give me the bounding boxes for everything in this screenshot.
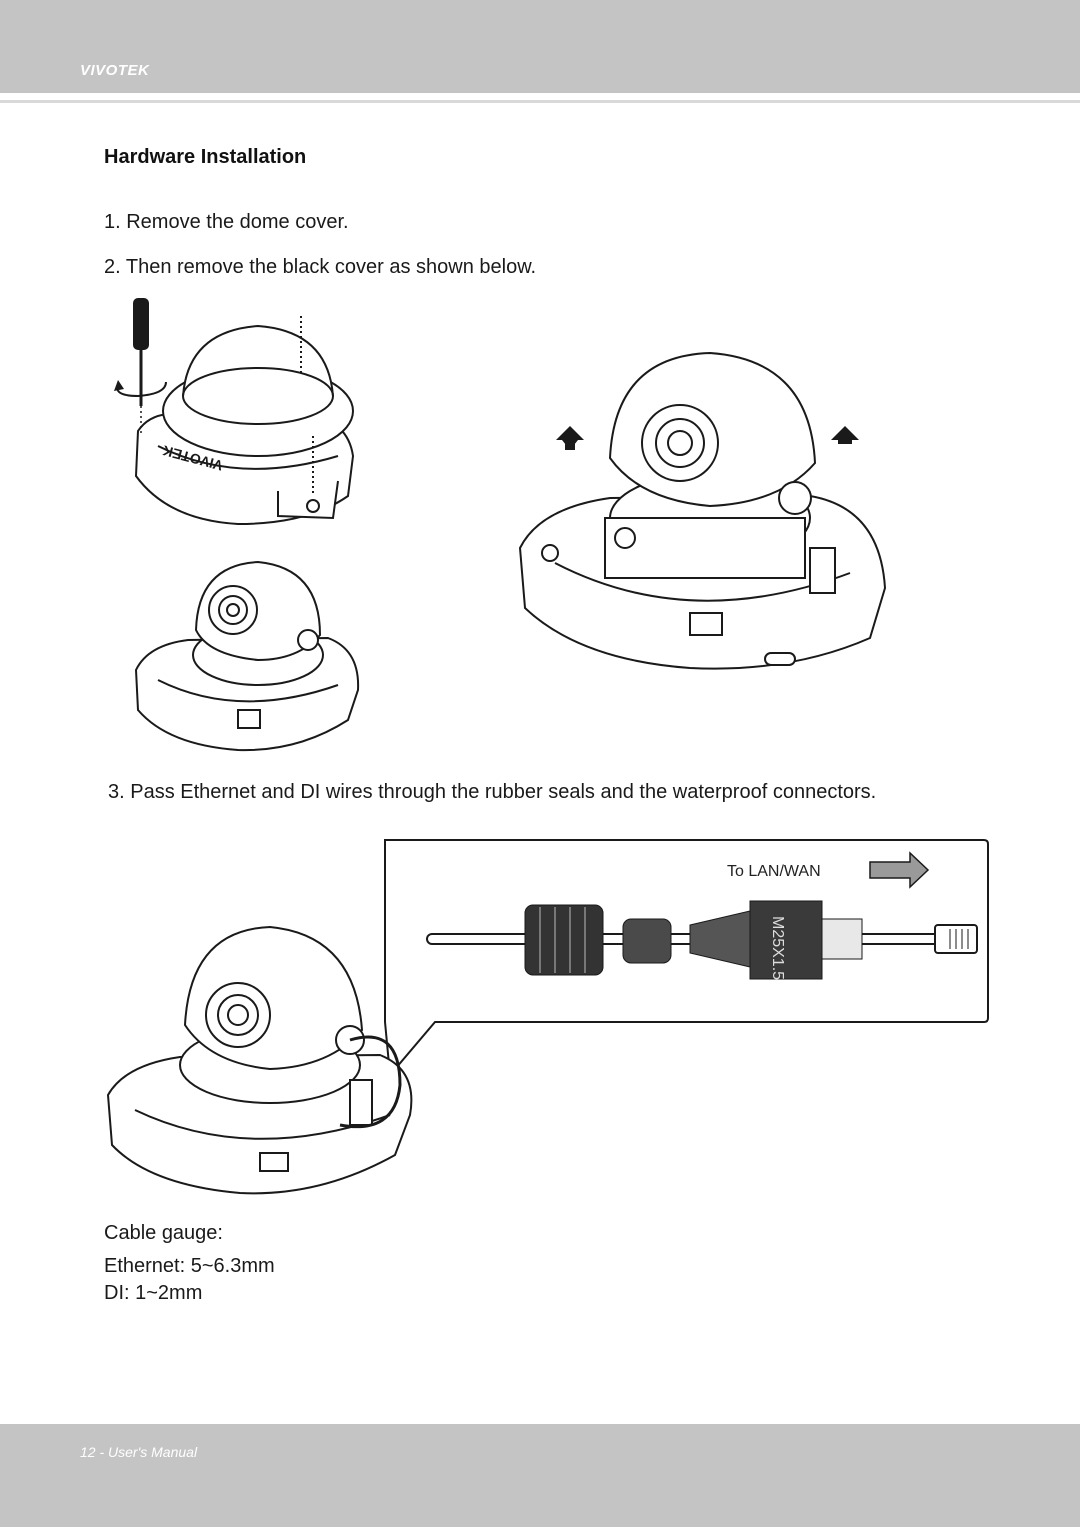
step-3-text: 3. Pass Ethernet and DI wires through th…: [108, 781, 877, 803]
up-arrow-icon: [831, 426, 859, 444]
di-gauge: DI: 1~2mm: [104, 1282, 203, 1304]
brand-logo: VIVOTEK: [80, 62, 150, 79]
connector-callout-illustration: To LAN/WAN M25X1.5: [106, 839, 989, 1195]
screwdriver-icon: [133, 298, 149, 436]
connector-marking: M25X1.5: [769, 916, 786, 980]
step-1-text: 1. Remove the dome cover.: [104, 211, 349, 233]
step-2-text: 2. Then remove the black cover as shown …: [104, 256, 537, 278]
dome-cover-illustration: VIVOTEK: [114, 298, 355, 526]
up-arrow-icon: [556, 426, 584, 450]
section-title: Hardware Installation: [104, 146, 307, 168]
footer-bar: [0, 1424, 1080, 1527]
right-arrow-icon: [869, 851, 930, 889]
large-camera-illustration: [518, 351, 887, 670]
small-camera-illustration: [134, 560, 360, 752]
header-bar: [0, 0, 1080, 93]
page-label: 12 - User's Manual: [80, 1444, 198, 1460]
lan-wan-label: To LAN/WAN: [727, 863, 821, 880]
ethernet-gauge: Ethernet: 5~6.3mm: [104, 1255, 275, 1277]
header-divider: [0, 100, 1080, 103]
cable-gauge-title: Cable gauge:: [104, 1222, 223, 1244]
